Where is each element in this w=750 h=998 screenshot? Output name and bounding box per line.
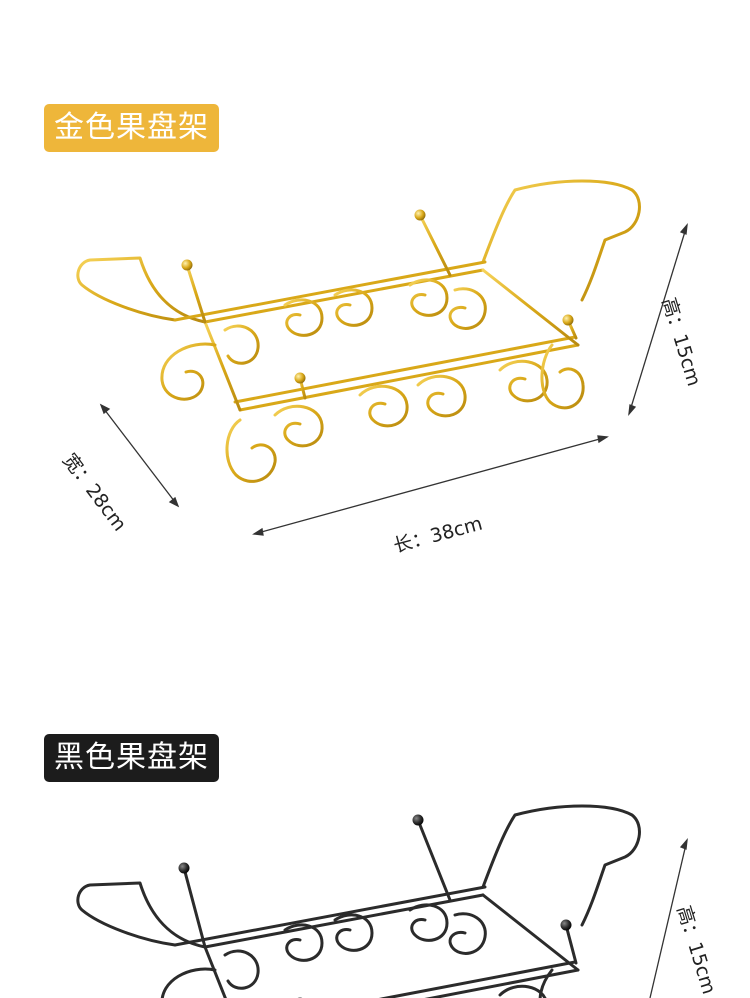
finial-ball bbox=[560, 919, 572, 931]
gold-product-section: 金色果盘架 bbox=[44, 104, 705, 557]
height-dimension-line bbox=[649, 839, 688, 998]
gold-product-tag: 金色果盘架 bbox=[44, 104, 219, 152]
black-product-section: 黑色果盘架 bbox=[0, 640, 750, 998]
gold-fruit-rack-image bbox=[76, 179, 688, 536]
finial-ball bbox=[414, 209, 426, 221]
finial-ball bbox=[412, 814, 424, 826]
finial-ball bbox=[178, 862, 190, 874]
width-dimension-line bbox=[100, 404, 179, 507]
length-dimension-line bbox=[253, 436, 608, 535]
finial-ball bbox=[562, 314, 574, 326]
finial-ball bbox=[181, 259, 193, 271]
black-fruit-rack-image bbox=[76, 804, 688, 998]
finial-ball bbox=[294, 372, 306, 384]
height-dimension-line bbox=[628, 224, 688, 415]
black-product-tag: 黑色果盘架 bbox=[44, 734, 219, 782]
